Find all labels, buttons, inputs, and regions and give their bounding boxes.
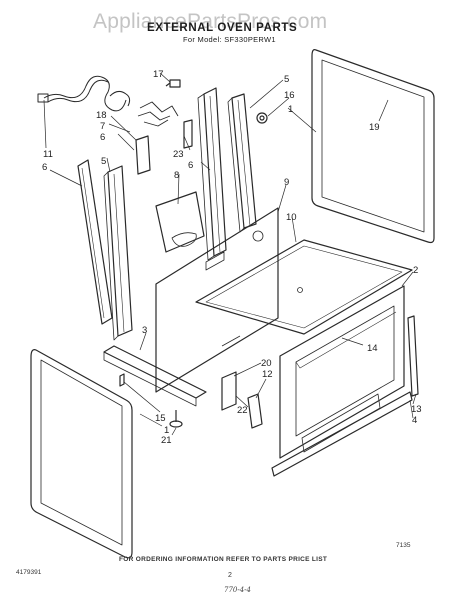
callout-4: 4 (412, 415, 417, 426)
left-channel-bracket (103, 165, 133, 341)
heat-shield (155, 191, 205, 253)
callout-7: 7 (100, 121, 105, 132)
callout-10: 10 (286, 212, 297, 223)
callout-5-left: 5 (101, 156, 106, 167)
callout-6-top: 6 (100, 132, 105, 143)
side-panel-right (311, 49, 435, 244)
bottom-trim (271, 391, 413, 477)
diagram-code: 7135 (396, 542, 411, 549)
callout-19: 19 (369, 122, 380, 133)
side-panel-left (30, 349, 133, 559)
leader-lines (43, 72, 417, 436)
callout-18: 18 (96, 110, 107, 121)
watermark: AppliancePartsPros.com (93, 10, 328, 33)
callout-1-right: 1 (288, 104, 293, 115)
callout-16: 16 (284, 90, 295, 101)
callout-3: 3 (142, 325, 147, 336)
callout-17: 17 (153, 69, 164, 80)
clip-part-17 (165, 79, 181, 88)
callout-6-left: 6 (42, 162, 47, 173)
leveling-bracket (221, 371, 263, 429)
callout-1-left: 1 (164, 425, 169, 436)
callout-8: 8 (174, 170, 179, 181)
callout-numbers: 17 5 16 1 19 18 7 6 23 6 8 9 10 11 5 6 2… (42, 69, 422, 446)
callout-6-center: 6 (188, 160, 193, 171)
screw-15 (119, 373, 125, 387)
callout-15: 15 (155, 413, 166, 424)
callout-5-right: 5 (284, 74, 289, 85)
right-trim-strip (407, 315, 419, 397)
left-trim-strip (77, 159, 113, 325)
small-bracket (135, 119, 193, 175)
wire-harness (137, 101, 179, 127)
callout-21: 21 (161, 435, 172, 446)
center-channel-bracket (197, 87, 227, 261)
callout-2: 2 (413, 265, 418, 276)
right-channel-bracket (227, 93, 257, 233)
callout-9: 9 (284, 177, 289, 188)
model-label: For Model: SF330PERW1 (183, 35, 276, 44)
page-number: 2 (228, 572, 232, 579)
ordering-note: FOR ORDERING INFORMATION REFER TO PARTS … (119, 556, 328, 563)
callout-13: 13 (411, 404, 422, 415)
handwritten-mark: 770-4-4 (224, 586, 251, 594)
leveling-foot-21 (169, 410, 183, 428)
back-panel (155, 207, 279, 393)
cap-nut-16 (256, 112, 268, 124)
callout-12: 12 (262, 369, 273, 380)
diagram-title: EXTERNAL OVEN PARTS (147, 22, 298, 34)
document-number: 4179391 (16, 569, 42, 576)
callout-23: 23 (173, 149, 184, 160)
power-cord (37, 75, 131, 112)
callout-22: 22 (237, 405, 248, 416)
front-frame (279, 285, 405, 459)
callout-11: 11 (43, 149, 53, 160)
callout-14: 14 (367, 343, 378, 354)
base-rail (103, 345, 207, 407)
callout-20: 20 (261, 358, 272, 369)
top-panel (195, 239, 413, 335)
